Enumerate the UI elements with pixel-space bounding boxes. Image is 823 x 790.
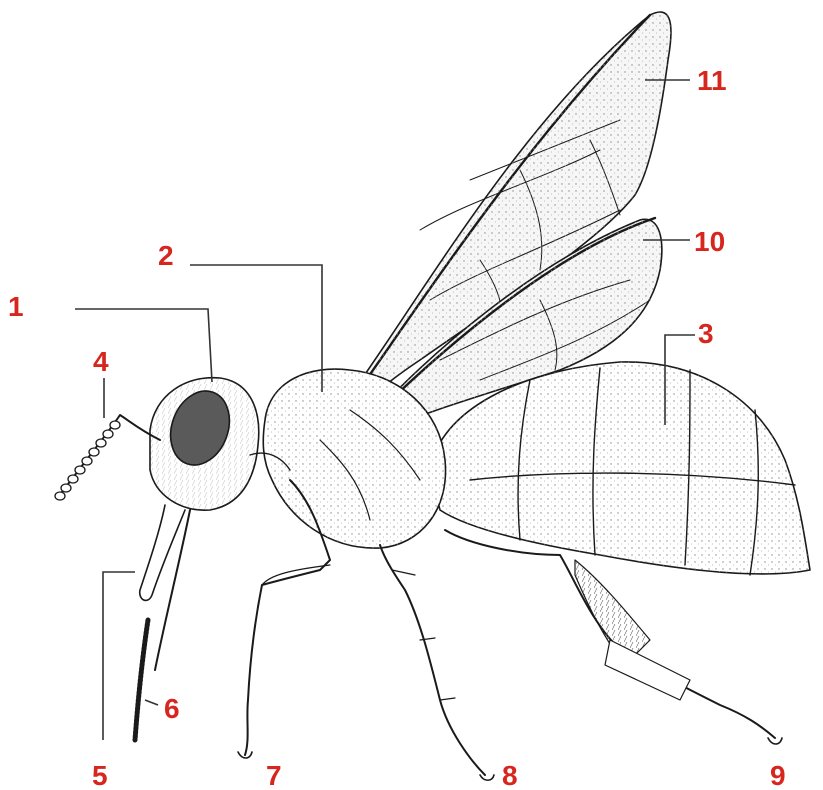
label-2: 2 <box>158 242 174 270</box>
mandible <box>140 505 185 600</box>
midleg <box>380 545 485 775</box>
label-10: 10 <box>694 228 725 256</box>
leader-5 <box>103 572 135 740</box>
label-11: 11 <box>697 67 727 95</box>
label-7: 7 <box>266 762 282 790</box>
label-4: 4 <box>93 348 109 376</box>
label-6: 6 <box>164 695 180 723</box>
label-9: 9 <box>770 762 786 790</box>
leader-6 <box>145 700 158 705</box>
label-1: 1 <box>8 293 24 321</box>
label-8: 8 <box>502 762 518 790</box>
label-5: 5 <box>92 762 108 790</box>
label-3: 3 <box>698 320 714 348</box>
